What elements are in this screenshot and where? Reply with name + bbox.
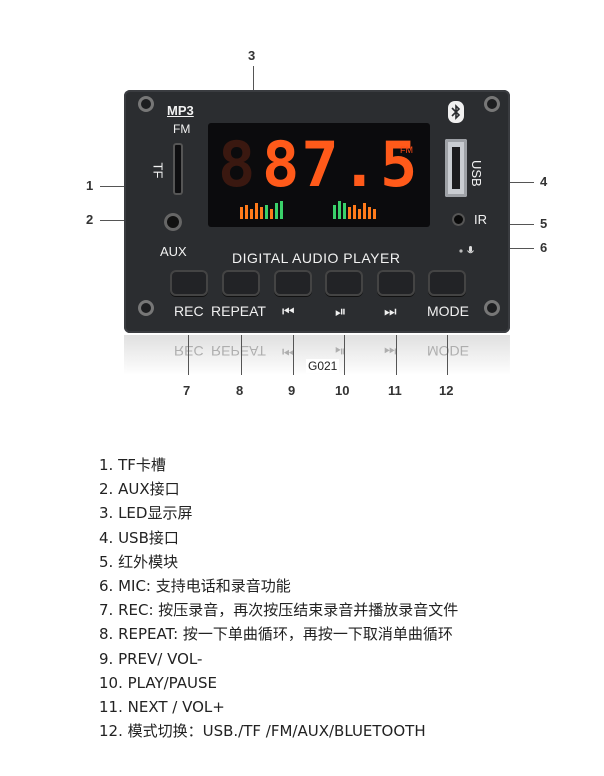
tf-card-slot (173, 143, 183, 195)
repeat-label: REPEAT (211, 303, 266, 319)
legend-item: 8. REPEAT: 按一下单曲循环，再按一下取消单曲循环 (99, 625, 453, 644)
leader-line-7 (188, 335, 189, 375)
legend-item: 1. TF卡槽 (99, 456, 166, 474)
ir-label: IR (474, 212, 487, 227)
reflection-repeat: REPEAT (211, 343, 266, 359)
equalizer-left (240, 201, 283, 219)
reflection-next: ⏭ (384, 344, 397, 360)
leader-line-10 (344, 335, 345, 375)
leader-line-9 (293, 335, 294, 375)
panel-title: DIGITAL AUDIO PLAYER (232, 250, 401, 266)
rec-label: REC (174, 303, 204, 319)
usb-port (445, 139, 467, 197)
callout-12: 12 (439, 383, 454, 398)
model-label: G021 (306, 359, 340, 373)
callout-10: 10 (335, 383, 350, 398)
legend-item: 5. 红外模块 (99, 552, 179, 571)
ir-receiver (452, 213, 465, 226)
legend-item: 3. LED显示屏 (99, 504, 193, 523)
legend-list: 1. TF卡槽 2. AUX接口 3. LED显示屏 4. USB接口 5. 红… (99, 453, 458, 743)
bluetooth-icon (448, 101, 464, 123)
reflection-mode: MODE (427, 343, 469, 359)
screw-icon (484, 96, 500, 112)
tf-label: TF (150, 162, 166, 179)
legend-item: 11. NEXT / VOL+ (99, 697, 225, 716)
fm-label: FM (173, 122, 191, 136)
legend-item: 9. PREV/ VOL- (99, 649, 203, 668)
callout-6: 6 (540, 240, 548, 255)
usb-label: USB (469, 160, 484, 187)
legend-item: 2. AUX接口 (99, 480, 180, 499)
screw-icon (484, 300, 500, 316)
legend-item: 7. REC: 按压录音，再次按压结束录音并播放录音文件 (99, 601, 459, 620)
leader-line-11 (396, 335, 397, 375)
rec-button[interactable] (170, 270, 208, 296)
callout-5: 5 (540, 216, 548, 231)
prev-icon: ⏮ (282, 303, 295, 319)
callout-7: 7 (183, 383, 191, 398)
next-button[interactable] (377, 270, 415, 296)
callout-9: 9 (288, 383, 296, 398)
callout-3: 3 (248, 48, 256, 63)
mp3-label: MP3 (167, 103, 194, 118)
leader-line-8 (241, 335, 242, 375)
callout-11: 11 (388, 383, 402, 398)
leader-line-12 (447, 335, 448, 375)
legend-item: 6. MIC: 支持电话和录音功能 (99, 576, 291, 595)
callout-2: 2 (86, 212, 94, 227)
display-frequency: 87.5 (262, 128, 420, 201)
screw-icon (138, 96, 154, 112)
mode-label: MODE (427, 303, 469, 319)
equalizer-right (333, 201, 376, 219)
repeat-button[interactable] (222, 270, 260, 296)
play-pause-button[interactable] (325, 270, 363, 296)
next-icon: ⏭ (384, 303, 397, 319)
screw-icon (138, 300, 154, 316)
display-fm-indicator: FM (400, 145, 413, 155)
aux-jack (164, 213, 182, 231)
prev-button[interactable] (274, 270, 312, 296)
callout-8: 8 (236, 383, 244, 398)
microphone-icon (459, 242, 475, 254)
legend-item: 12. 模式切换：USB./TF /FM/AUX/BLUETOOTH (99, 722, 426, 741)
callout-4: 4 (540, 174, 548, 189)
play-pause-icon: ⏯ (335, 303, 347, 319)
callout-1: 1 (86, 178, 94, 193)
display-ghost-digit: 8 (218, 128, 256, 201)
aux-label: AUX (160, 244, 187, 259)
legend-item: 4. USB接口 (99, 528, 179, 547)
mode-button[interactable] (428, 270, 466, 296)
legend-item: 10. PLAY/PAUSE (99, 673, 218, 692)
